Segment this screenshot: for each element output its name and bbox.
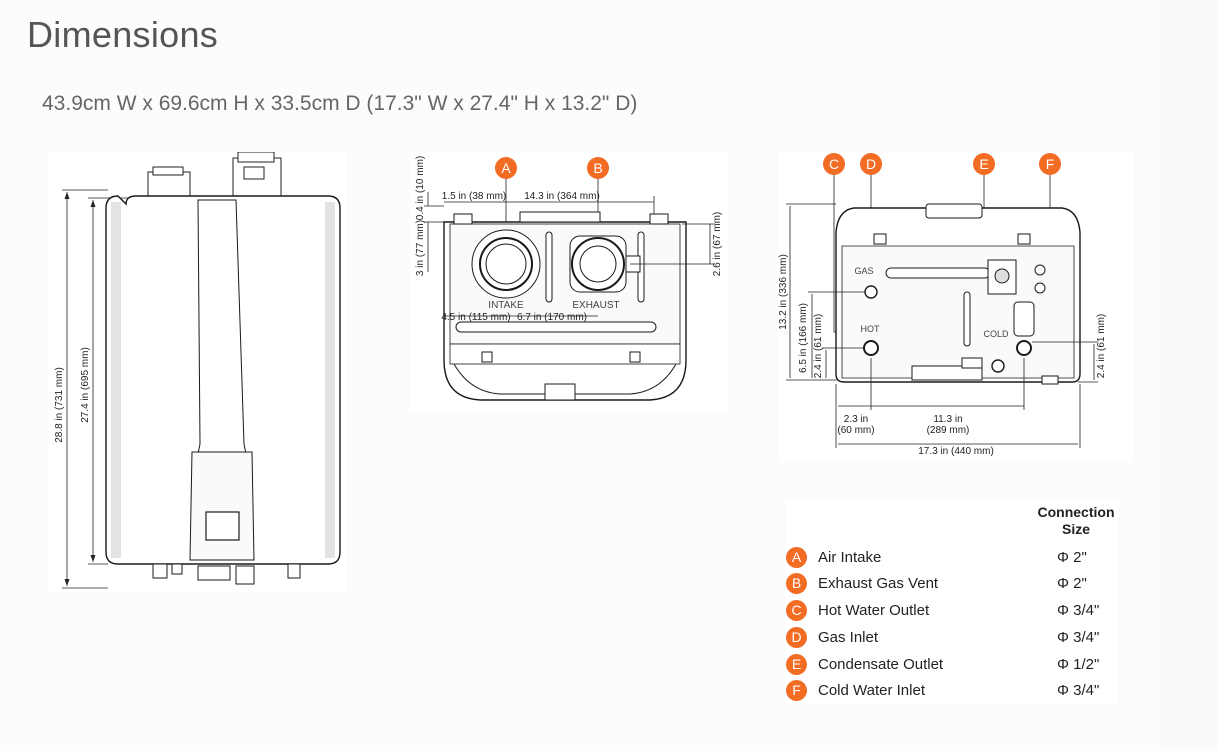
badge-e: [973, 153, 995, 175]
gas-label: GAS: [854, 266, 873, 276]
legend-badge-b: B: [786, 572, 807, 594]
legend-name: Air Intake: [818, 548, 882, 566]
badge-d: [860, 153, 882, 175]
badge-c: [823, 153, 845, 175]
badge-d-label: D: [866, 156, 876, 172]
badge-b: [587, 157, 609, 179]
legend-size: Φ 1/2": [1057, 655, 1100, 673]
legend-header-line2: Size: [1061, 521, 1090, 537]
badge-f: [1039, 153, 1061, 175]
span-ab-label: 14.3 in (364 mm): [524, 191, 600, 202]
legend-header: Connection Size: [1034, 504, 1118, 538]
legend-badge-a: A: [786, 546, 807, 568]
page-title: Dimensions: [27, 14, 219, 55]
top-view-drawing: A B INTAKE EXHAUST: [415, 156, 723, 401]
legend-name: Cold Water Inlet: [818, 681, 925, 699]
legend-row-gas-inlet: D Gas Inlet Φ 3/4": [786, 626, 1118, 648]
legend-row-cold-water-inlet: F Cold Water Inlet Φ 3/4": [786, 679, 1118, 701]
legend-size: Φ 2": [1057, 574, 1087, 592]
bottom-view-panel: C D E F GAS HOT COLD: [778, 152, 1134, 462]
legend-row-exhaust-gas-vent: B Exhaust Gas Vent Φ 2": [786, 572, 1118, 594]
gas-height-label: 6.5 in (166 mm): [798, 303, 809, 373]
hot-label: HOT: [861, 324, 881, 334]
mid-span-label-1: 11.3 in: [933, 414, 962, 425]
overall-width-label: 17.3 in (440 mm): [918, 446, 994, 457]
front-view-panel: 28.8 in (731 mm) 27.4 in (695 mm): [48, 151, 346, 592]
legend-badge-c: C: [786, 599, 807, 621]
badge-f-label: F: [1046, 156, 1055, 172]
badge-e-label: E: [979, 156, 988, 172]
offset-a-label: 1.5 in (38 mm): [442, 191, 506, 202]
right-height-label: 2.6 in (67 mm): [712, 212, 723, 276]
cold-height-label: 2.4 in (61 mm): [1096, 314, 1107, 378]
legend-badge-f: F: [786, 679, 807, 701]
legend-header-line1: Connection: [1037, 504, 1115, 520]
bottom-view-drawing: C D E F GAS HOT COLD: [778, 153, 1107, 457]
badge-a-label: A: [501, 160, 511, 176]
legend-size: Φ 2": [1057, 548, 1087, 566]
legend-name: Hot Water Outlet: [818, 601, 930, 619]
badge-a: [495, 157, 517, 179]
depth-small-label: 0.4 in (10 mm): [415, 156, 426, 220]
dimensions-summary: 43.9cm W x 69.6cm H x 33.5cm D (17.3" W …: [42, 92, 638, 115]
legend-size: Φ 3/4": [1057, 628, 1100, 646]
intake-label: INTAKE: [488, 300, 524, 311]
bottom-depth-label: 13.2 in (336 mm): [778, 254, 789, 330]
left-offset-label-1: 2.3 in: [844, 414, 868, 425]
cold-label: COLD: [983, 329, 1009, 339]
connection-legend: Connection Size A Air Intake Φ 2" B Exha…: [786, 500, 1118, 704]
legend-name: Exhaust Gas Vent: [818, 574, 939, 592]
badge-b-label: B: [593, 160, 602, 176]
legend-row-air-intake: A Air Intake Φ 2": [786, 546, 1118, 568]
exhaust-x-label: 6.7 in (170 mm): [517, 312, 587, 323]
legend-name: Gas Inlet: [818, 628, 879, 646]
legend-size: Φ 3/4": [1057, 681, 1100, 699]
left-offset-label-2: (60 mm): [837, 425, 874, 436]
top-view-panel: A B INTAKE EXHAUST: [410, 152, 728, 412]
exhaust-label: EXHAUST: [572, 300, 619, 311]
legend-row-hot-water-outlet: C Hot Water Outlet Φ 3/4": [786, 599, 1118, 621]
legend-badge-e: E: [786, 653, 807, 675]
legend-badge-d: D: [786, 626, 807, 648]
badge-c-label: C: [829, 156, 839, 172]
front-view-drawing: 28.8 in (731 mm) 27.4 in (695 mm): [54, 151, 341, 589]
front-body-height-label: 27.4 in (695 mm): [80, 347, 91, 423]
left-height-label: 3 in (77 mm): [415, 220, 426, 276]
legend-name: Condensate Outlet: [818, 655, 944, 673]
intake-x-label: 4.5 in (115 mm): [441, 312, 510, 323]
hot-height-label: 2.4 in (61 mm): [813, 314, 824, 378]
mid-span-label-2: (289 mm): [927, 425, 970, 436]
front-overall-height-label: 28.8 in (731 mm): [54, 367, 65, 443]
legend-row-condensate-outlet: E Condensate Outlet Φ 1/2": [786, 653, 1118, 675]
legend-size: Φ 3/4": [1057, 601, 1100, 619]
